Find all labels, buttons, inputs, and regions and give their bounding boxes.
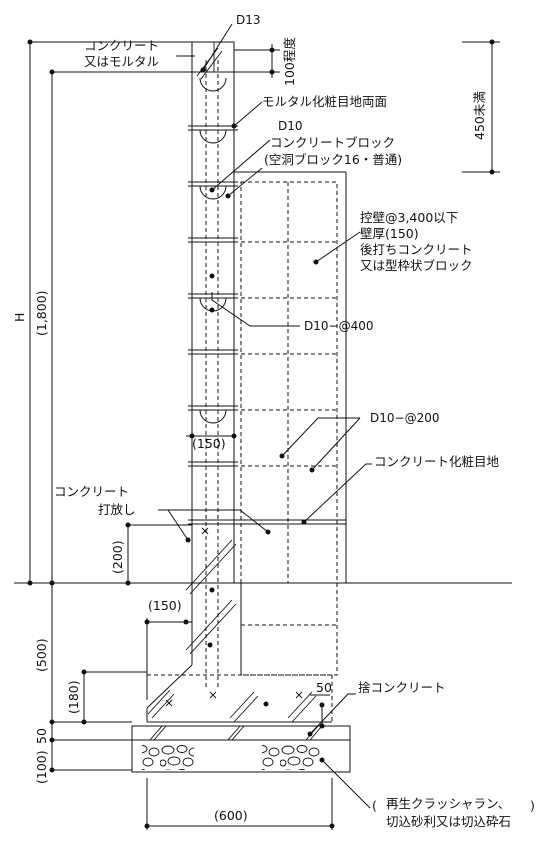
labels: D13 コンクリート 又はモルタル 100程度 450未満 モルタル化粧目地両面… [12, 13, 535, 829]
buttress-inner [240, 181, 338, 676]
gravel-paren-close: ) [530, 798, 535, 813]
label-concrete-or-mortar-2: 又はモルタル [84, 54, 159, 69]
label-h-1800: (1,800) [34, 290, 49, 336]
label-buttress-4: 又は型枠状ブロック [360, 258, 473, 273]
label-exposed-2: 打放し [98, 502, 136, 517]
rebar-arcs [199, 77, 227, 424]
label-dim-150-base: (150) [148, 598, 182, 613]
label-gravel-1: 再生クラッシャラン、 [386, 796, 510, 811]
label-mortar-joint: モルタル化粧目地両面 [262, 94, 387, 109]
foundation [146, 525, 333, 723]
label-dim-180: (180) [66, 680, 81, 714]
gravel-fill-left [142, 744, 194, 770]
label-buttress-1: 控壁@3,400以下 [360, 210, 458, 225]
label-h: H [12, 313, 27, 322]
label-wall-150: (150) [192, 436, 226, 451]
label-d10-200: D10−@200 [370, 411, 439, 425]
label-dim-200: (200) [110, 540, 125, 574]
label-hollow-block: (空洞ブロック16・普通) [264, 152, 402, 167]
label-concrete-or-mortar-1: コンクリート [84, 38, 159, 53]
wall-cap [191, 41, 235, 73]
label-dim-600: (600) [214, 808, 248, 823]
label-dim-100: (100) [34, 750, 49, 784]
label-d10: D10 [278, 119, 303, 133]
label-dim-500: (500) [34, 638, 49, 672]
label-dim-50-left: 50 [34, 728, 49, 744]
label-exposed-1: コンクリート [54, 484, 129, 499]
gravel-paren-open: ( [372, 798, 377, 813]
label-d10-400: D10−@400 [304, 319, 373, 333]
label-dim-50-right: 50 [316, 680, 332, 695]
block-wall [188, 41, 238, 690]
label-gravel-2: 切込砂利又は切込砕石 [386, 814, 511, 829]
label-buttress-3: 後打ちコンクリート [360, 242, 473, 257]
label-lean-concrete: 捨コンクリート [358, 680, 446, 695]
label-buttress-2: 壁厚(150) [360, 226, 419, 241]
gravel-fill-right [262, 744, 320, 770]
label-d13: D13 [236, 13, 261, 27]
lean-concrete-and-gravel [131, 725, 351, 773]
block-joints [188, 125, 238, 525]
label-concrete-joint: コンクリート化粧目地 [374, 454, 500, 469]
label-approx-100: 100程度 [282, 37, 297, 86]
leader-lines [158, 23, 372, 809]
label-under-450: 450未満 [472, 91, 487, 140]
dimension-lines [27, 39, 500, 830]
buttress [234, 171, 347, 676]
label-concrete-block: コンクリートブロック [270, 135, 395, 150]
